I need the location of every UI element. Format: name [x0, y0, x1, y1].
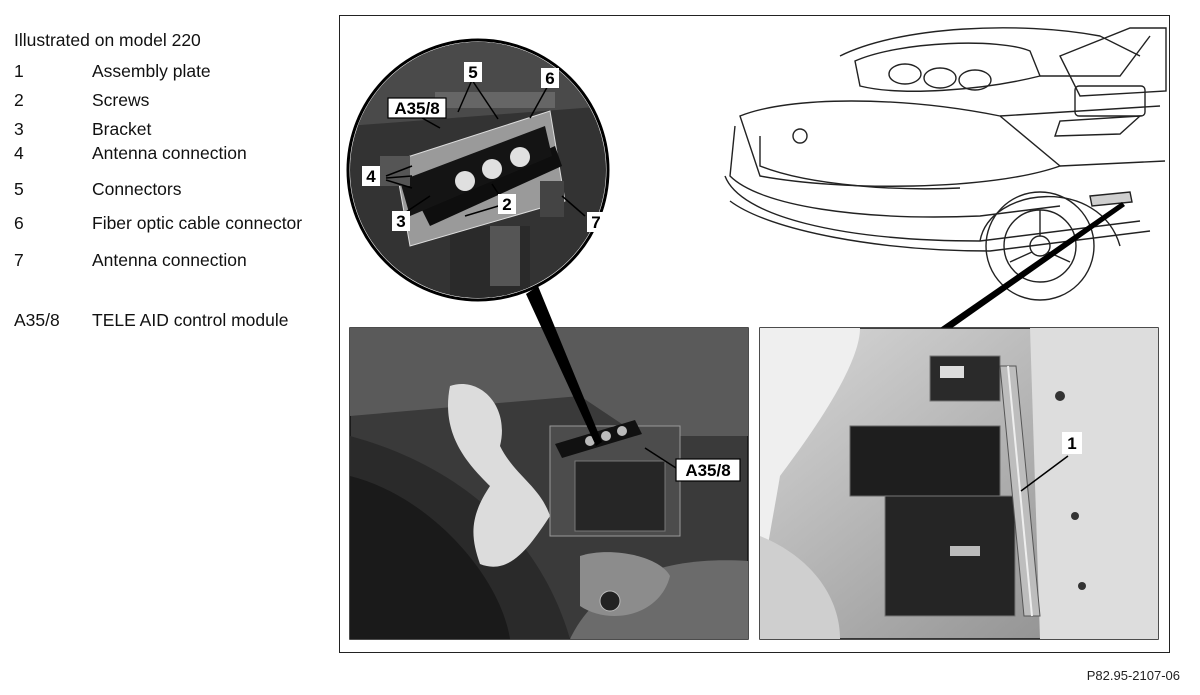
callout-2: 2 [498, 194, 516, 214]
callout-label: 5 [468, 63, 477, 82]
legend-text: Antenna connection [92, 250, 247, 270]
illustration-drawing: A35/8 1 [346, 27, 1167, 640]
legend-text: Screws [92, 90, 150, 110]
callout-label: 7 [591, 213, 600, 232]
callout-label: 1 [1067, 434, 1076, 453]
callout-label: A35/8 [394, 99, 439, 118]
legend-key: A35/8 [14, 310, 60, 330]
callout-1: 1 [1020, 432, 1082, 492]
legend-key: 1 [14, 61, 24, 81]
callout-6: 6 [541, 68, 559, 88]
legend: Illustrated on model 220 1 Assembly plat… [0, 0, 335, 360]
callout-7: 7 [587, 212, 605, 232]
legend-text: Connectors [92, 179, 182, 199]
callout-label: 3 [396, 212, 405, 231]
callout-3: 3 [392, 211, 410, 231]
callout-label: 2 [502, 195, 511, 214]
callout-5: 5 [464, 62, 482, 82]
legend-caption: Illustrated on model 220 [14, 30, 201, 50]
photo-trunk-overview [349, 327, 749, 640]
callout-label: 4 [366, 167, 376, 186]
legend-key: 5 [14, 179, 24, 199]
callout-a35-8-zoom: A35/8 [387, 97, 447, 119]
legend-text: Assembly plate [92, 61, 211, 81]
legend-key: 6 [14, 213, 24, 233]
legend-text: Fiber optic cable connector [92, 213, 303, 233]
legend-key: 4 [14, 143, 24, 163]
service-illustration: A35/8 1 [339, 15, 1170, 653]
legend-key: 7 [14, 250, 24, 270]
pointer-to-zoom [526, 286, 602, 446]
photo-mounting-location [759, 327, 1159, 640]
pointer-to-vehicle-location [940, 202, 1125, 328]
reference-code: P82.95-2107-06 [1086, 668, 1180, 683]
callout-4: 4 [362, 166, 380, 186]
legend-text: TELE AID control module [92, 310, 289, 330]
legend-text: Bracket [92, 119, 152, 139]
callout-label: 6 [545, 69, 554, 88]
legend-text: Antenna connection [92, 143, 247, 163]
legend-key: 3 [14, 119, 24, 139]
callout-label: A35/8 [685, 461, 730, 480]
legend-key: 2 [14, 90, 24, 110]
callout-a35-8-photo: A35/8 [644, 447, 741, 482]
vehicle-rear-drawing [724, 27, 1167, 301]
